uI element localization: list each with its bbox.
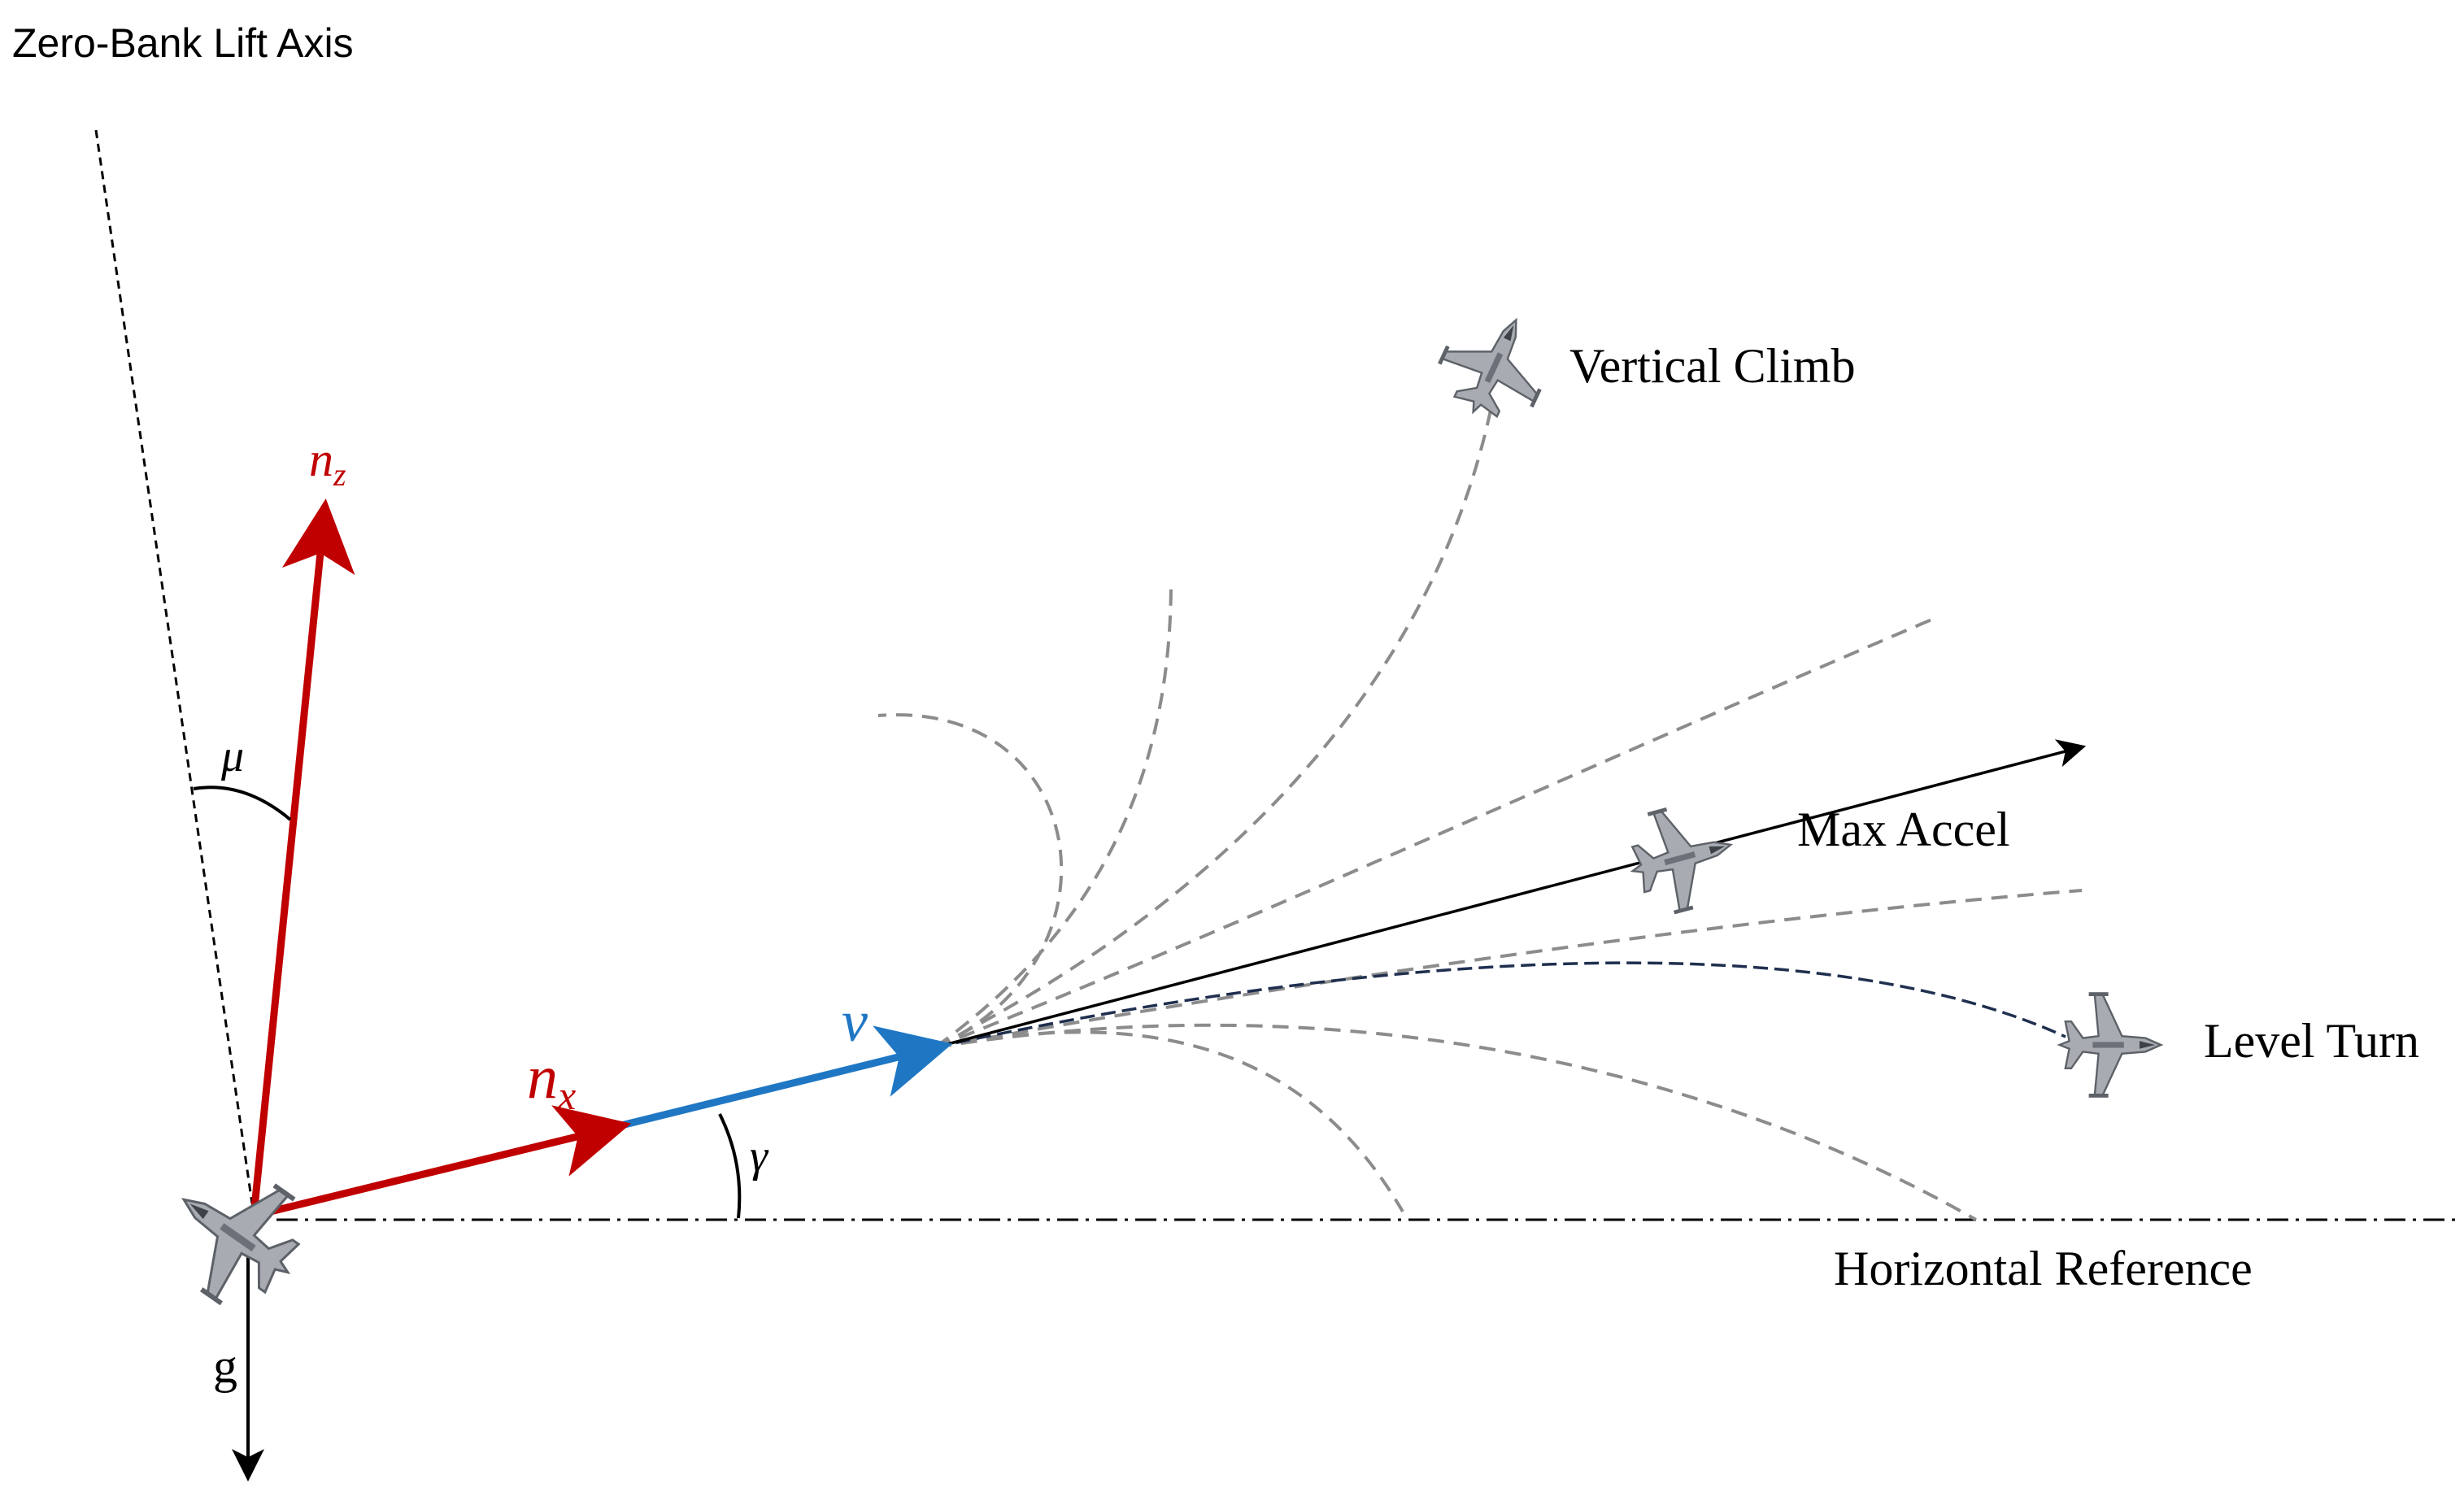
nz-label-base: n bbox=[309, 433, 333, 486]
nx-label: nx bbox=[527, 1043, 576, 1118]
nz-vector bbox=[250, 498, 355, 1216]
trajectory-loop bbox=[877, 713, 1064, 1049]
jet-icon bbox=[1617, 793, 1746, 923]
trajectory-descend-shallow bbox=[934, 1023, 1977, 1221]
gamma-angle-arc bbox=[718, 1113, 742, 1219]
nx-vector bbox=[252, 1105, 632, 1220]
horizontal-reference-label: Horizontal Reference bbox=[1834, 1242, 2253, 1295]
nx-label-base: n bbox=[527, 1043, 558, 1112]
trajectory-steep bbox=[934, 581, 1173, 1049]
velocity-label: v bbox=[842, 989, 868, 1054]
trajectory-fan bbox=[877, 402, 2083, 1221]
nz-label-sub: z bbox=[333, 456, 346, 493]
mu-angle-arc bbox=[193, 785, 292, 821]
lift-axis-label: Zero-Bank Lift Axis bbox=[12, 20, 354, 66]
gamma-label: γ bbox=[750, 1131, 769, 1181]
velocity-vector bbox=[616, 1025, 953, 1130]
vertical-climb-label: Vertical Climb bbox=[1569, 339, 1856, 393]
jet-icon bbox=[1424, 296, 1565, 436]
mu-label: μ bbox=[220, 731, 244, 781]
max-accel-label: Max Accel bbox=[1797, 803, 2010, 856]
trajectory-level-turn bbox=[934, 961, 2066, 1049]
gravity-label: g bbox=[213, 1339, 237, 1393]
trajectory-climb bbox=[934, 616, 1936, 1049]
lift-axis-line bbox=[94, 129, 254, 1204]
max-accel-arrow bbox=[934, 739, 2087, 1049]
nx-label-sub: x bbox=[557, 1073, 576, 1118]
trajectory-descend-steep bbox=[934, 1030, 1404, 1213]
jet-icon bbox=[145, 1144, 327, 1328]
trajectory-shallow bbox=[934, 889, 2083, 1049]
jet-icon bbox=[2058, 990, 2162, 1099]
level-turn-label: Level Turn bbox=[2204, 1014, 2419, 1068]
trajectory-vertical-climb bbox=[934, 402, 1494, 1049]
nz-label: nz bbox=[309, 433, 346, 493]
